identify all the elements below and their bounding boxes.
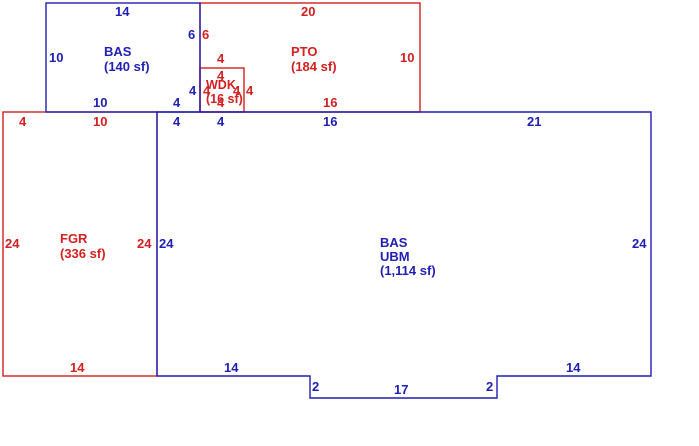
bas-main-dim-bump-bottom: 17 xyxy=(394,382,408,397)
fgr-dim-bottom: 14 xyxy=(70,360,85,375)
fgr-area: (336 sf) xyxy=(60,246,106,261)
wdk-dim-inner-top: 4 xyxy=(217,68,225,83)
fgr-dim-right: 24 xyxy=(137,236,152,251)
bas-top-dim-top: 14 xyxy=(115,4,130,19)
bas-main-dim-top-b: 4 xyxy=(217,114,225,129)
fgr-dim-top: 10 xyxy=(93,114,107,129)
wdk-dim-right: 4 xyxy=(246,83,254,98)
wdk-dim-top: 4 xyxy=(217,51,225,66)
bas-top-dim-left: 10 xyxy=(49,50,63,65)
bas-main-dim-jog-right: 2 xyxy=(486,379,493,394)
wdk-dim-inner-right: 4 xyxy=(233,83,241,98)
bas-main-dim-jog-left: 2 xyxy=(312,379,319,394)
wdk-dim-bottom: 4 xyxy=(217,95,225,110)
wdk-area: (16 sf) xyxy=(206,92,243,106)
bas-top-outline xyxy=(45,2,201,113)
bas-main-dim-bottom-left: 14 xyxy=(224,360,239,375)
bas-top-name: BAS xyxy=(104,44,132,59)
pto-dim-right: 10 xyxy=(400,50,414,65)
pto-dim-left: 6 xyxy=(202,27,209,42)
pto-area: (184 sf) xyxy=(291,59,337,74)
bas-main-area: (1,114 sf) xyxy=(380,263,436,278)
bas-top-area: (140 sf) xyxy=(104,59,150,74)
bas-main-outline xyxy=(156,111,652,399)
fgr-dim-top-left: 4 xyxy=(19,114,27,129)
bas-main-dim-top-a: 4 xyxy=(173,114,181,129)
pto-name: PTO xyxy=(291,44,318,59)
bas-main-dim-bottom-right: 14 xyxy=(566,360,581,375)
bas-top-dim-inner-right: 4 xyxy=(189,83,197,98)
fgr-dim-left: 24 xyxy=(5,236,20,251)
bas-top-dim-bottom: 10 xyxy=(93,95,107,110)
bas-main-dim-top-c: 16 xyxy=(323,114,337,129)
pto-dim-top: 20 xyxy=(301,4,315,19)
bas-main-dim-right: 24 xyxy=(632,236,647,251)
bas-main-name: BAS xyxy=(380,235,408,250)
bas-main-dim-left: 24 xyxy=(159,236,174,251)
fgr-name: FGR xyxy=(60,231,88,246)
bas-top-dim-right: 6 xyxy=(188,27,195,42)
wdk-dim-left: 4 xyxy=(203,83,211,98)
wdk-name: WDK xyxy=(206,78,236,92)
bas-main-dim-top-d: 21 xyxy=(527,114,541,129)
bas-main-name2: UBM xyxy=(380,249,410,264)
pto-dim-bottom: 16 xyxy=(323,95,337,110)
bas-top-dim-bottom-right: 4 xyxy=(173,95,181,110)
